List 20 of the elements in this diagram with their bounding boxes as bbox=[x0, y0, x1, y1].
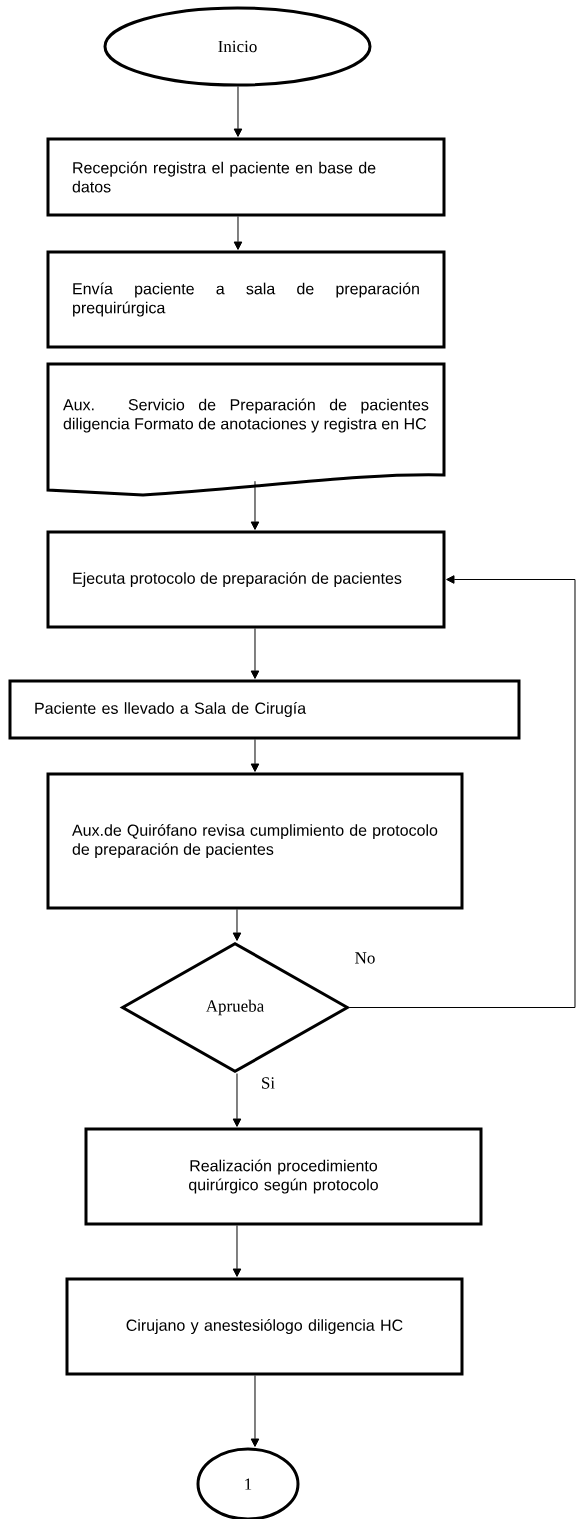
arrow bbox=[232, 1073, 242, 1127]
edge-label: No bbox=[353, 951, 377, 965]
arrow bbox=[349, 575, 576, 1008]
arrow bbox=[233, 216, 243, 250]
arrow bbox=[232, 909, 242, 941]
process-box: Envía paciente a sala de preparación prequirúrgica bbox=[46, 250, 446, 349]
arrow bbox=[250, 739, 260, 772]
arrow bbox=[233, 86, 243, 137]
arrow bbox=[250, 628, 260, 679]
edge-label: Si bbox=[259, 1076, 277, 1090]
start-oval: Inicio bbox=[103, 6, 372, 87]
process-box: Realización procedimiento quirúrgico según protocolo bbox=[84, 1127, 483, 1226]
arrow bbox=[250, 1375, 260, 1447]
process-box: Cirujano y anestesiólogo diligencia HC bbox=[65, 1277, 464, 1376]
process-box: Paciente es llevado a Sala de Cirugía bbox=[8, 679, 521, 740]
arrow bbox=[250, 480, 260, 530]
process-box: Ejecuta protocolo de preparación de pacientes bbox=[46, 530, 446, 629]
process-box: Aux.de Quirófano revisa cumplimiento de protocolo de preparación de pacientes bbox=[46, 772, 464, 910]
process-box: Recepción registra el paciente en base de datos bbox=[46, 137, 446, 217]
arrow bbox=[232, 1225, 242, 1277]
